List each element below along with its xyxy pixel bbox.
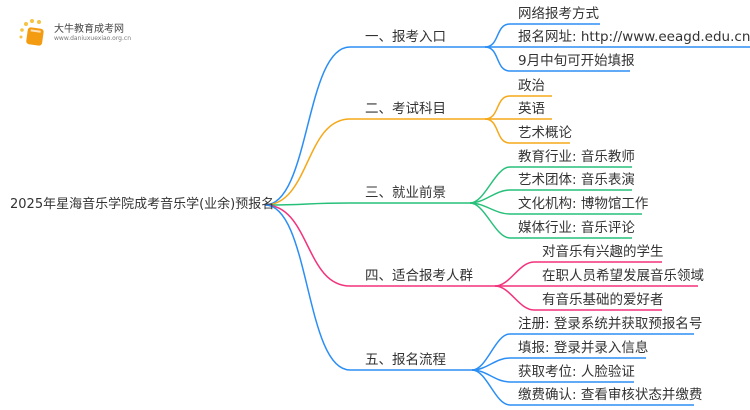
leaf-node: 在职人员希望发展音乐领域 bbox=[542, 268, 704, 284]
leaf-node: 9月中旬可开始填报 bbox=[518, 53, 635, 69]
leaf-node: 文化机构: 博物馆工作 bbox=[518, 196, 649, 212]
leaf-connector bbox=[471, 357, 646, 371]
branch-connector bbox=[264, 202, 470, 206]
branch-node: 三、就业前景 bbox=[365, 185, 446, 201]
book-logo-icon bbox=[19, 19, 44, 46]
leaf-connector bbox=[494, 285, 662, 311]
branch-connector bbox=[264, 118, 485, 206]
leaf-connector bbox=[469, 202, 632, 239]
leaf-connector bbox=[484, 95, 552, 120]
leaf-connector bbox=[469, 189, 632, 204]
leaf-node: 有音乐基础的爱好者 bbox=[542, 292, 664, 308]
leaf-node: 教育行业: 音乐教师 bbox=[518, 149, 635, 165]
branch-node: 二、考试科目 bbox=[365, 101, 446, 117]
leaf-connector bbox=[494, 261, 662, 287]
leaf-node: 注册: 登录系统并获取预报名号 bbox=[518, 316, 703, 332]
leaf-connector bbox=[484, 118, 570, 144]
branch-connector bbox=[264, 204, 495, 287]
leaf-node: 英语 bbox=[518, 101, 545, 117]
leaf-node: 报名网址: http://www.eeagd.edu.cn/cr bbox=[518, 29, 750, 45]
branch-node: 五、报名流程 bbox=[365, 352, 446, 368]
root-node: 2025年星海音乐学院成考音乐学(业余)预报名 bbox=[10, 197, 275, 212]
leaf-node: 媒体行业: 音乐评论 bbox=[518, 220, 635, 236]
leaf-connector bbox=[484, 46, 630, 72]
branch-node: 四、适合报考人群 bbox=[365, 268, 473, 284]
leaf-node: 填报: 登录并录入信息 bbox=[518, 340, 649, 356]
leaf-connector bbox=[471, 369, 694, 406]
leaf-node: 网络报考方式 bbox=[518, 6, 599, 22]
leaf-node: 缴费确认: 查看审核状态并缴费 bbox=[518, 387, 703, 403]
branch-connector bbox=[264, 46, 485, 206]
leaf-node: 对音乐有兴趣的学生 bbox=[542, 244, 664, 260]
leaf-connector bbox=[484, 23, 600, 48]
logo: 大牛教育成考网 www.daniuxuexiao.org.cn bbox=[18, 18, 131, 48]
leaf-node: 获取考位: 人脸验证 bbox=[518, 364, 635, 380]
leaf-node: 政治 bbox=[518, 78, 545, 94]
logo-title: 大牛教育成考网 bbox=[54, 24, 124, 35]
logo-url: www.daniuxuexiao.org.cn bbox=[54, 35, 131, 42]
branch-node: 一、报考入口 bbox=[365, 29, 446, 45]
branch-connector bbox=[264, 204, 472, 371]
leaf-node: 艺术团体: 音乐表演 bbox=[518, 172, 635, 188]
leaf-node: 艺术概论 bbox=[518, 125, 572, 141]
